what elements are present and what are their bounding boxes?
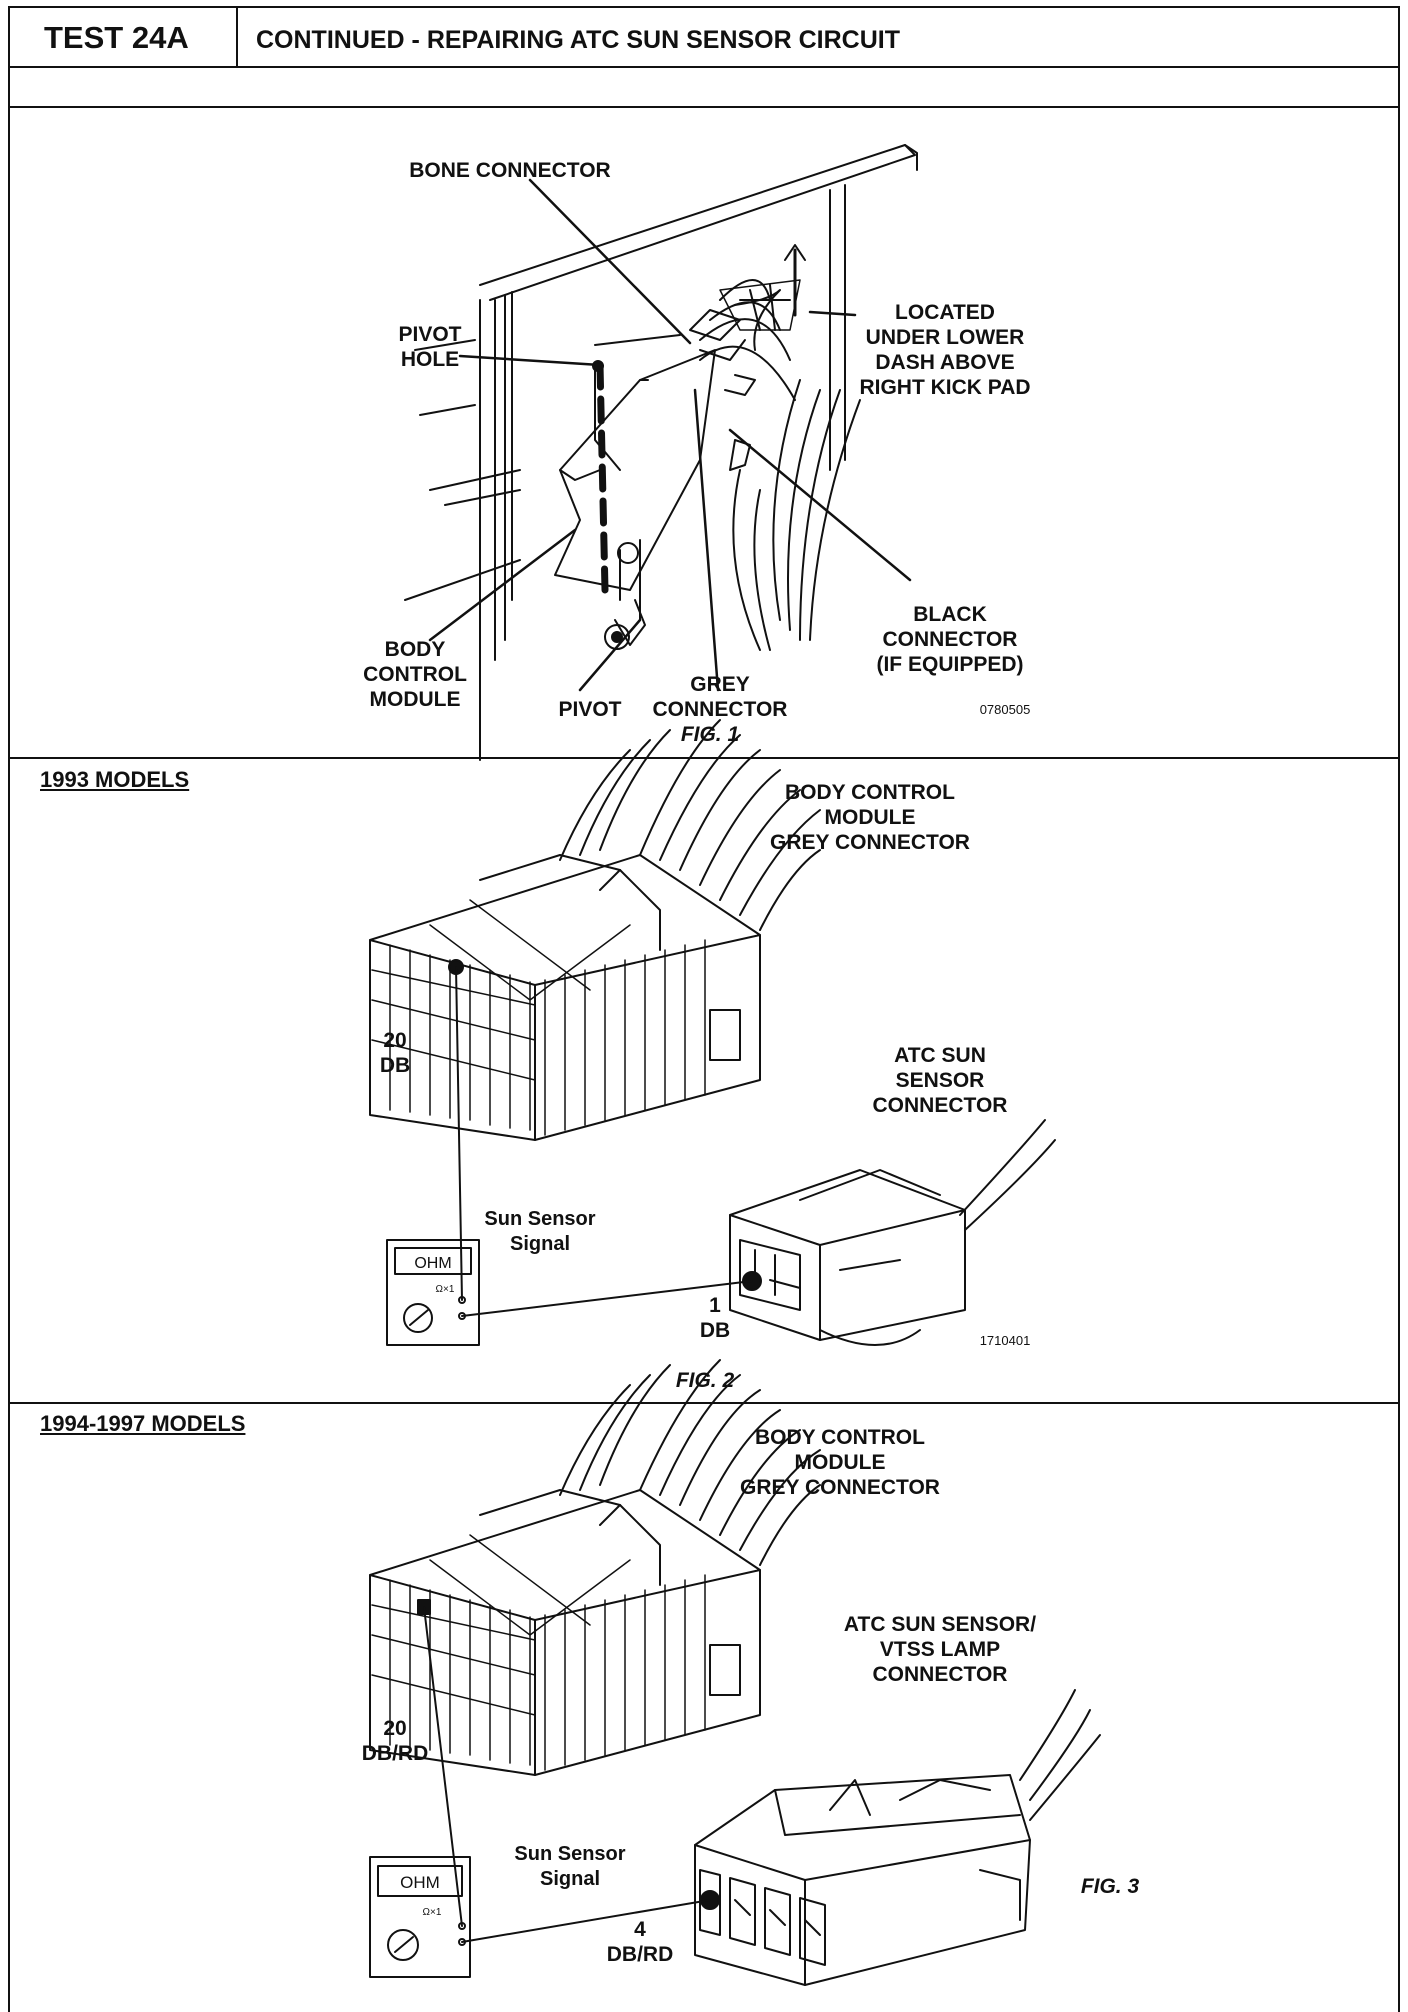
fig2-pin-rows <box>371 899 706 1136</box>
fig1-caption: FIG. 1 <box>680 723 740 746</box>
fig2-code: 1710401 <box>979 1333 1031 1348</box>
fig2-probe-leads <box>455 966 753 1317</box>
ohmmeter-display-1993: OHM <box>414 1255 452 1272</box>
label-pin-4-dbrd: 4 DB/RD <box>606 1918 674 1966</box>
fig3-ohmmeter <box>369 1856 471 1978</box>
fig1-code: 0780505 <box>979 702 1031 717</box>
label-black-connector: BLACK CONNECTOR (IF EQUIPPED) <box>876 603 1024 676</box>
label-pin-20-dbrd: 20 DB/RD <box>361 1717 429 1765</box>
label-sun-sensor-signal-1993: Sun Sensor Signal <box>484 1208 596 1255</box>
label-located: LOCATED UNDER LOWER DASH ABOVE RIGHT KIC… <box>859 301 1031 399</box>
fig1-connectors-and-harness <box>689 279 861 651</box>
page-title: CONTINUED - REPAIRING ATC SUN SENSOR CIR… <box>256 26 900 54</box>
label-sun-sensor-connector-1993: ATC SUN SENSOR CONNECTOR <box>872 1044 1008 1117</box>
fig2-ohmmeter <box>386 1239 480 1346</box>
label-pin-20-db: 20 DB <box>379 1029 411 1077</box>
page-border <box>8 66 1400 2012</box>
fig3-sensor-vtss-connector <box>694 1689 1101 1986</box>
label-sun-sensor-signal-1994: Sun Sensor Signal <box>514 1843 626 1890</box>
ohmmeter-display-1994: OHM <box>400 1873 440 1892</box>
fig1-body-control-module <box>554 334 716 650</box>
fig2-caption: FIG. 2 <box>675 1369 735 1392</box>
fig1-leader-lines <box>428 178 912 692</box>
divider-3 <box>8 1402 1400 1404</box>
ohmmeter-range-1993: Ω×1 <box>435 1284 455 1295</box>
divider-2 <box>8 757 1400 759</box>
label-bone-connector: BONE CONNECTOR <box>409 159 611 182</box>
fig1-dash-structure <box>404 144 918 761</box>
fig3-caption: FIG. 3 <box>1080 1875 1140 1898</box>
divider-1 <box>8 106 1400 108</box>
label-sun-sensor-vtss-connector: ATC SUN SENSOR/ VTSS LAMP CONNECTOR <box>843 1613 1037 1686</box>
fig3-probe-leads <box>423 1606 711 1943</box>
test-id: TEST 24A <box>44 20 189 55</box>
ohmmeter-range-1994: Ω×1 <box>422 1907 442 1918</box>
fig3-pin-rows <box>371 1534 706 1771</box>
fig2-sun-sensor-connector <box>729 1119 1056 1346</box>
section-1994-1997-models: 1994-1997 MODELS <box>40 1411 246 1436</box>
label-body-control-module: BODY CONTROL MODULE <box>363 638 467 711</box>
section-1993-models: 1993 MODELS <box>40 767 190 792</box>
label-bcm-grey-connector-1994: BODY CONTROL MODULE GREY CONNECTOR <box>740 1426 940 1499</box>
label-pin-1-db: 1 DB <box>699 1294 731 1342</box>
label-pivot-hole: PIVOT HOLE <box>398 323 462 371</box>
label-bcm-grey-connector-1993: BODY CONTROL MODULE GREY CONNECTOR <box>770 781 970 854</box>
label-pivot: PIVOT <box>558 698 622 721</box>
label-grey-connector: GREY CONNECTOR <box>652 673 788 721</box>
